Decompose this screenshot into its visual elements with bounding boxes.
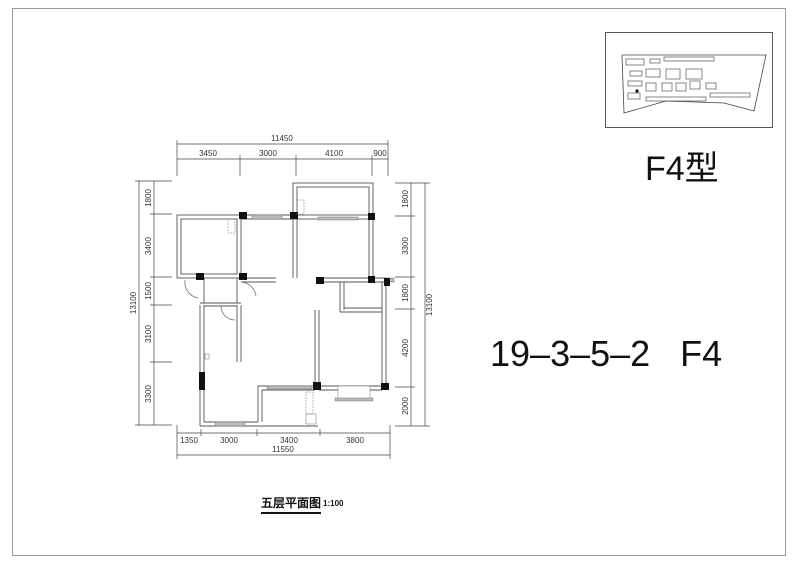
dim-left-seg-4: 3100 — [144, 325, 153, 343]
dim-top-seg-3: 4100 — [325, 149, 343, 158]
dim-left-seg-5: 3300 — [144, 385, 153, 403]
unit-number-label: 19–3–5–2 F4 — [490, 333, 723, 374]
dim-right-seg-3: 1800 — [401, 284, 410, 302]
dim-top-total: 11450 — [271, 134, 293, 143]
site-plan-sketch — [621, 54, 767, 114]
unit-type-title: F4型 — [645, 150, 719, 188]
dim-left-seg-3: 1500 — [144, 282, 153, 300]
site-key-plan — [605, 32, 773, 128]
door-swings — [184, 279, 257, 321]
drawing-frame — [12, 8, 786, 556]
dim-left-total: 13100 — [129, 291, 138, 314]
dim-top-seg-4: 900 — [373, 149, 387, 158]
dim-bottom-seg-2: 3000 — [220, 436, 238, 445]
windows — [214, 214, 395, 427]
drawing-caption: 五层平面图 — [261, 494, 322, 514]
drawing-scale: 1:100 — [323, 499, 344, 508]
structural-columns — [196, 212, 390, 390]
dim-left-seg-2: 3400 — [144, 237, 153, 255]
dim-right-seg-5: 2000 — [401, 397, 410, 415]
dim-bottom-seg-3: 3400 — [280, 436, 298, 445]
dim-top-seg-1: 3450 — [199, 149, 217, 158]
dim-right-seg-2: 3300 — [401, 237, 410, 255]
fixtures — [204, 199, 317, 425]
dim-right-total: 13100 — [425, 293, 434, 316]
dim-top-seg-2: 3000 — [259, 149, 277, 158]
dim-bottom-seg-1: 1350 — [180, 436, 198, 445]
dim-bottom-seg-4: 3800 — [346, 436, 364, 445]
dim-right-seg-4: 4200 — [401, 339, 410, 357]
dimension-lines — [135, 140, 430, 459]
dim-bottom-total: 11550 — [272, 445, 294, 454]
dim-left-seg-1: 1800 — [144, 189, 153, 207]
dim-right-seg-1: 1800 — [401, 190, 410, 208]
